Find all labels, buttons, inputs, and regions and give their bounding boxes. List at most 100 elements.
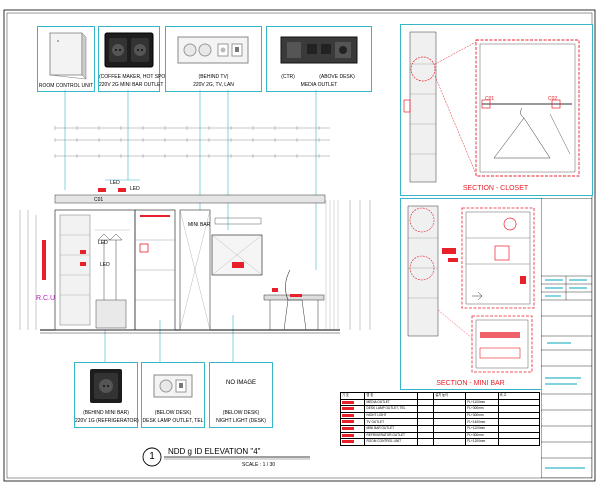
night-light-label-1: (BELOW DESK) <box>222 410 260 416</box>
no-image-title: NO IMAGE <box>225 380 256 386</box>
legend-row: DESK LAMP OUTLET, TEL FL+300mm <box>339 405 541 413</box>
legend-header <box>465 392 499 400</box>
legend-cell: FL+300mm <box>465 431 499 440</box>
room-control-label: ROOM CONTROL UNIT <box>38 83 94 89</box>
tv-outlet-label-1: (BEHIND TV) <box>198 74 229 80</box>
legend-row: NIGHT LIGHT FL+300mm <box>339 411 541 420</box>
legend-cell: TV OUTLET <box>364 418 418 426</box>
legend-cell <box>433 424 467 433</box>
elevation-drawing <box>19 90 371 362</box>
legend-cell <box>433 398 467 407</box>
legend-symbol-icon <box>342 400 354 404</box>
callout-panel-desk-lamp: (BELOW DESK) DESK LAMP OUTLET, TEL <box>141 362 205 428</box>
desk-lamp-label-1: (BELOW DESK) <box>154 410 192 416</box>
media-outlet-label-1a: (CTR) <box>281 74 295 80</box>
night-light-label-2: NIGHT LIGHT (DESK) <box>216 418 266 424</box>
callout-panel-refrigerator: (BEHIND MINI BAR) 220V 1G (REFRIGERATOR) <box>74 362 139 428</box>
media-outlet-icon <box>280 36 358 64</box>
legend-symbol-icon <box>342 420 354 424</box>
legend-symbol-icon <box>342 407 354 411</box>
section-mini-bar-drawing <box>407 205 535 373</box>
legend-header: 기 호 <box>339 392 366 400</box>
legend-cell <box>497 438 541 446</box>
legend-cell: FL+1100mm <box>465 424 499 433</box>
section-closet-drawing <box>403 31 580 183</box>
mini-bar-outlet-label-2: 220V 2G MINI BAR OUTLET <box>99 82 164 88</box>
legend-header: 명 칭 <box>364 392 418 400</box>
legend-cell <box>433 405 467 413</box>
section-closet-title: SECTION - CLOSET <box>462 185 529 192</box>
desk-lamp-outlet-icon <box>153 374 193 398</box>
rcu-label: R.C.U <box>36 295 56 302</box>
mini-bar-outlet-icon <box>104 32 154 68</box>
legend-header: 비 고 <box>497 392 541 400</box>
legend-header-row: 기 호 명 칭 설치 높이 비 고 <box>339 392 541 400</box>
drawing-scale: SCALE : 1 / 30 <box>242 462 276 468</box>
legend-cell <box>416 405 435 413</box>
legend-row: MINI BAR OUTLET FL+1100mm <box>339 424 541 433</box>
legend-cell: DESK LAMP OUTLET, TEL <box>364 405 418 413</box>
legend-cell <box>433 418 467 426</box>
legend-cell <box>416 418 435 426</box>
legend-cell <box>497 424 541 433</box>
led-label-4: LED <box>100 262 110 268</box>
led-label-2: LED <box>130 186 140 192</box>
legend-cell: FL+300mm <box>465 405 499 413</box>
legend-cell <box>416 431 435 440</box>
callout-panel-room-control: ROOM CONTROL UNIT <box>37 26 95 92</box>
mini-bar-mark: MINI BAR <box>188 222 211 228</box>
legend-cell <box>497 431 541 440</box>
closet-c01-label: C01 <box>485 96 495 102</box>
room-control-unit-icon <box>49 32 87 80</box>
legend-cell <box>433 411 467 420</box>
legend-symbol-cell <box>339 411 366 420</box>
legend-symbol-cell <box>339 398 366 407</box>
legend-cell: MINI BAR OUTLET <box>364 424 418 433</box>
legend-cell <box>416 438 435 446</box>
desk-lamp-label-2: DESK LAMP OUTLET, TEL <box>142 418 204 424</box>
closet-c02-label: C02 <box>548 96 558 102</box>
legend-cell <box>497 418 541 426</box>
c01-elevation-label: C01 <box>94 197 104 203</box>
legend-cell: MEDIA OUTLET <box>364 398 418 407</box>
refrigerator-label-2: 220V 1G (REFRIGERATOR) <box>75 418 139 424</box>
callout-panel-mini-bar-outlet: (COFFEE MAKER, HOT SPOT) 220V 2G MINI BA… <box>98 26 171 92</box>
legend-cell: FL+300mm <box>465 411 499 420</box>
legend-symbol-cell <box>339 405 366 413</box>
tv-outlet-label-2: 220V 2G, TV, LAN <box>193 82 234 88</box>
led-label-3: LED <box>98 240 108 246</box>
legend-cell <box>497 398 541 407</box>
legend-symbol-cell <box>339 431 366 440</box>
legend-symbol-icon <box>342 433 354 437</box>
callout-panel-night-light: NO IMAGE (BELOW DESK) NIGHT LIGHT (DESK) <box>209 362 273 428</box>
led-label-1: LED <box>110 180 120 186</box>
callout-panel-media-outlet: (CTR) (ABOVE DESK) MEDIA OUTLET <box>266 26 372 92</box>
mini-bar-outlet-label-1: (COFFEE MAKER, HOT SPOT) <box>99 74 171 80</box>
legend-cell <box>433 431 467 440</box>
legend-symbol-icon <box>342 413 354 417</box>
legend-header <box>416 392 435 400</box>
section-mini-bar-title: SECTION - MINI BAR <box>436 380 505 387</box>
legend-cell <box>497 411 541 420</box>
legend-symbol-icon <box>342 440 354 444</box>
refrigerator-label-1: (BEHIND MINI BAR) <box>83 410 129 416</box>
refrigerator-outlet-icon <box>90 369 122 403</box>
legend-cell <box>497 405 541 413</box>
media-outlet-label-2: MEDIA OUTLET <box>300 82 338 88</box>
legend-symbol-cell <box>339 418 366 426</box>
legend-cell: NIGHT LIGHT <box>364 411 418 420</box>
legend-cell: FL+1200mm <box>465 438 499 446</box>
tv-outlet-icon <box>177 36 249 64</box>
title-block-graphic <box>142 447 310 467</box>
title-block <box>541 198 592 478</box>
legend-row: REFRIGERATOR OUTLET FL+300mm <box>339 431 541 440</box>
legend-cell: REFRIGERATOR OUTLET <box>364 431 418 440</box>
callout-panel-tv-outlet: (BEHIND TV) 220V 2G, TV, LAN <box>165 26 262 92</box>
legend-symbol-cell <box>339 424 366 433</box>
